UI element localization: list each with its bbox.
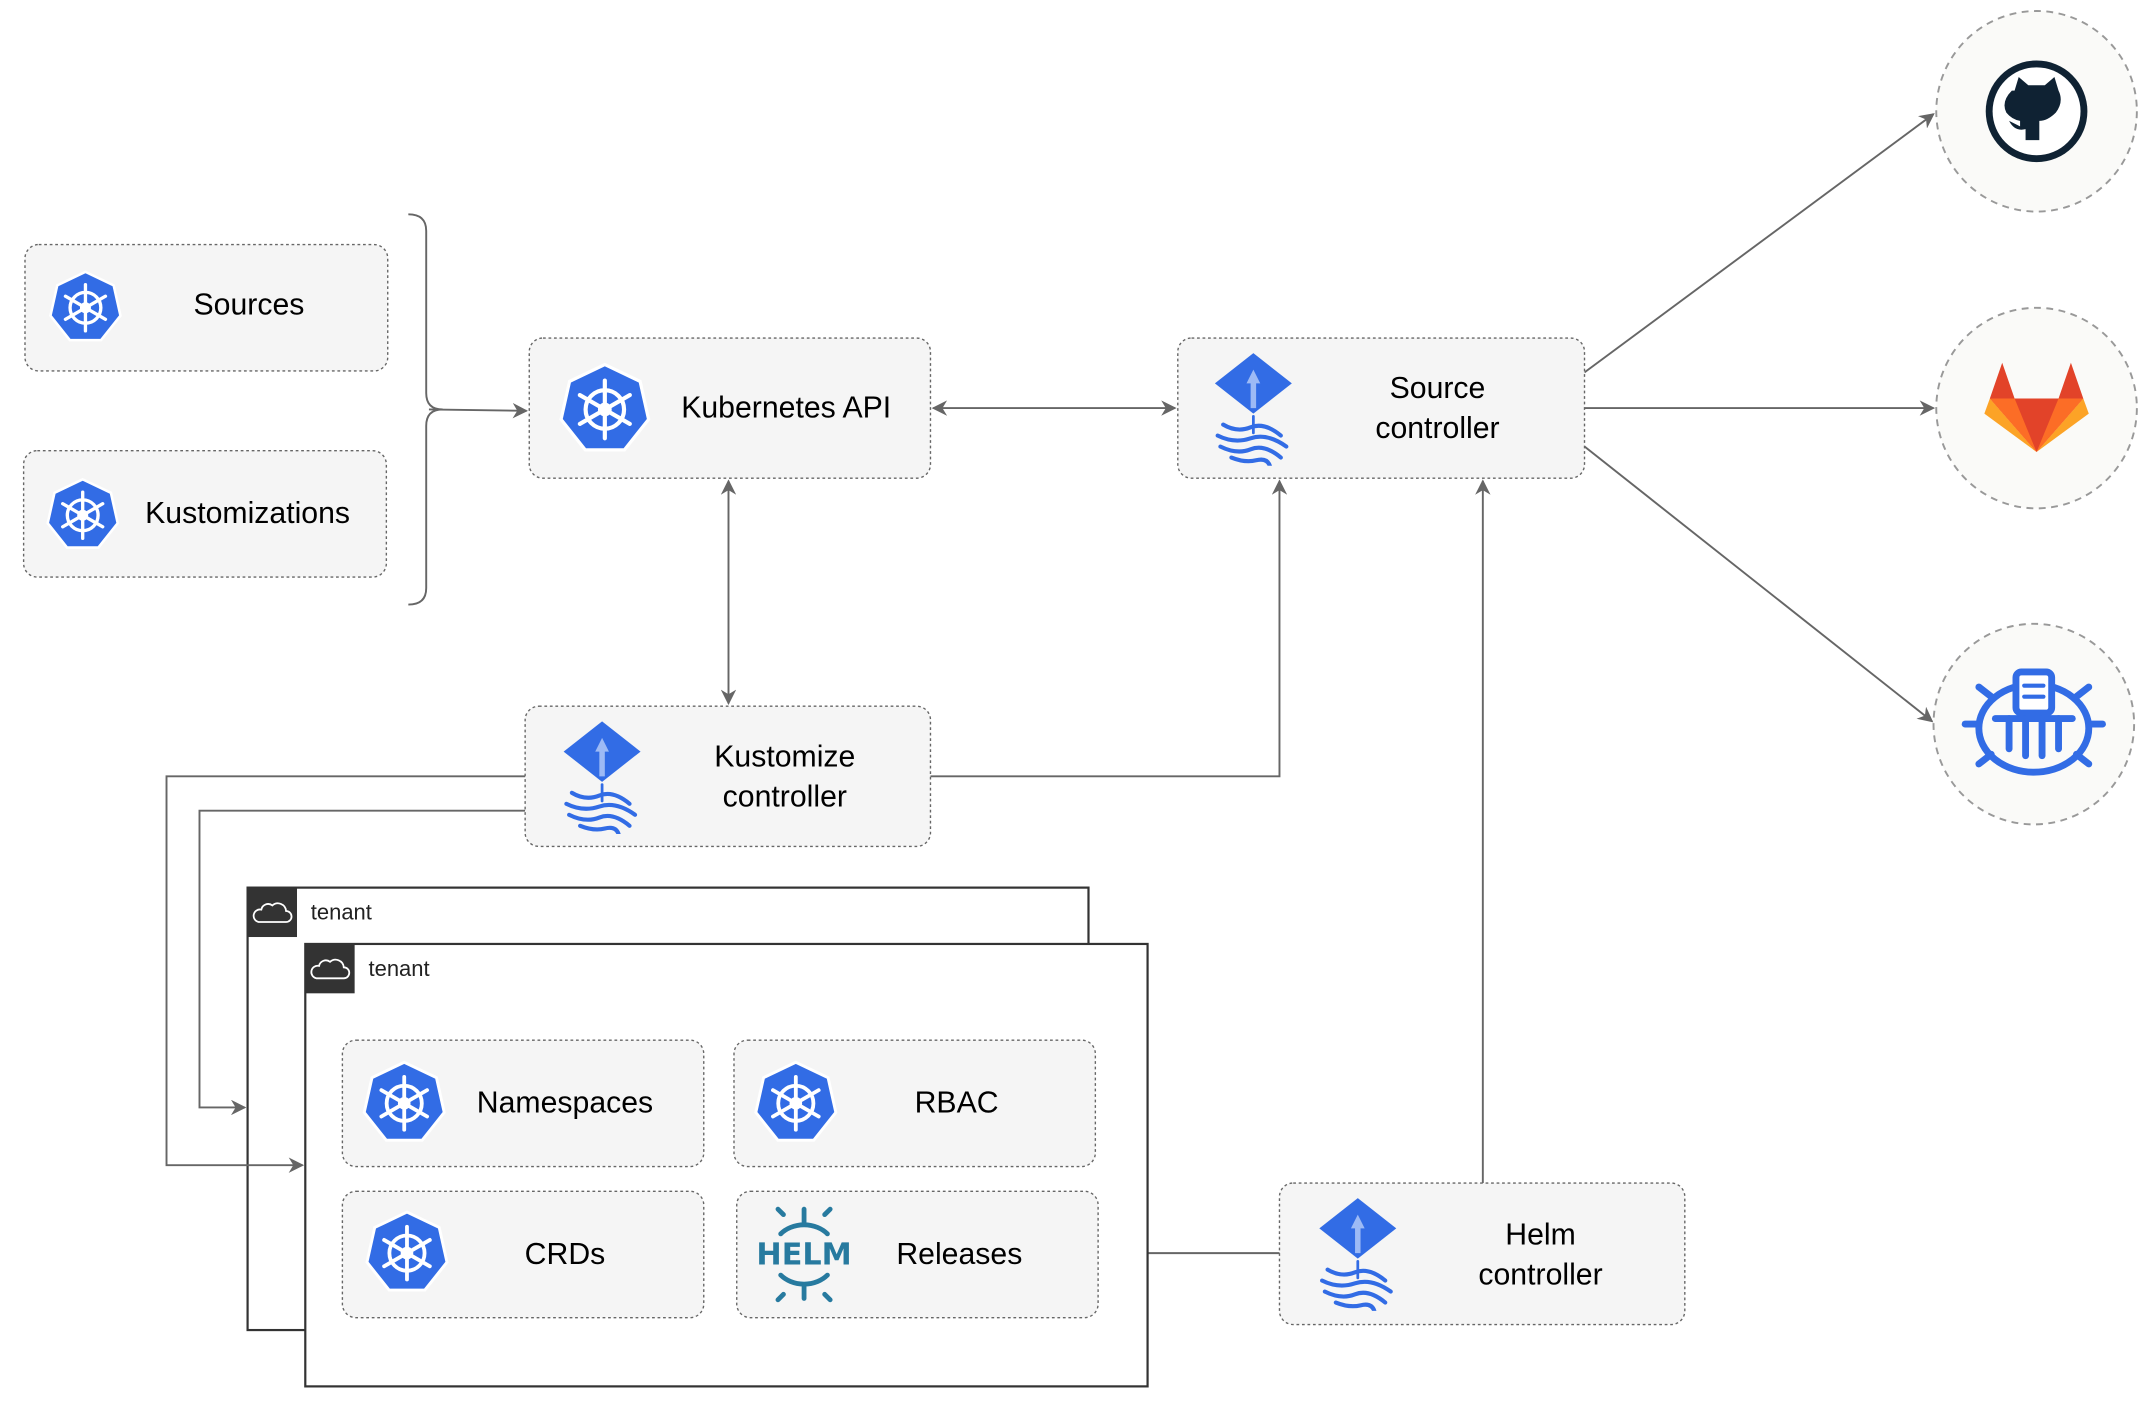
github-node[interactable] <box>1935 10 2138 213</box>
gitlab-icon <box>1984 362 2089 453</box>
edge-kustomize-to-tenant-front <box>165 775 526 1173</box>
node-label: Namespaces <box>477 1087 653 1120</box>
node-kustomizations[interactable]: Kustomizations <box>22 449 388 578</box>
node-label: Sources <box>194 288 305 321</box>
node-label: Kubernetes API <box>681 391 891 424</box>
node-label-line1: Source <box>1390 372 1486 405</box>
node-kustomize-controller[interactable]: Kustomize controller <box>524 705 932 848</box>
node-label-line1: Helm <box>1505 1219 1576 1252</box>
edge-source-to-helm-repo <box>1583 445 1934 723</box>
cloud-icon <box>247 887 298 938</box>
node-label: RBAC <box>915 1087 999 1120</box>
node-label: Kustomizations <box>145 497 350 530</box>
node-label-line1: Kustomize <box>714 740 855 773</box>
node-helm-controller[interactable]: Helm controller <box>1278 1182 1686 1326</box>
github-icon <box>1985 60 2088 163</box>
node-sources[interactable]: Sources <box>24 243 389 372</box>
node-rbac[interactable]: RBAC <box>733 1039 1097 1168</box>
helm-icon: HELM <box>756 1206 852 1303</box>
tenant-label: tenant <box>369 956 430 981</box>
cloud-icon <box>305 943 355 994</box>
edge-kustomize-to-source <box>930 479 1288 778</box>
node-kubernetes-api[interactable]: Kubernetes API <box>528 337 932 479</box>
edge-kustomize-to-tenant-back <box>198 809 526 1116</box>
node-label-line2: controller <box>723 780 847 813</box>
node-namespaces[interactable]: Namespaces <box>341 1039 705 1168</box>
helm-repository-icon <box>1961 668 2106 776</box>
gitlab-node[interactable] <box>1935 306 2138 510</box>
node-crds[interactable]: CRDs <box>341 1190 705 1319</box>
node-releases[interactable]: HELM Releases <box>736 1190 1099 1319</box>
edge-crds-to-api <box>428 402 529 419</box>
node-label-line2: controller <box>1375 412 1499 445</box>
node-label-line2: controller <box>1478 1258 1602 1291</box>
tenant-label: tenant <box>311 900 372 925</box>
node-label: CRDs <box>525 1238 606 1271</box>
helm-repository-node[interactable] <box>1932 622 2136 826</box>
edge-source-to-github <box>1583 113 1935 374</box>
node-source-controller[interactable]: Source controller <box>1177 337 1586 479</box>
helm-logo-text: HELM <box>756 1237 851 1272</box>
node-label: Releases <box>896 1238 1022 1271</box>
